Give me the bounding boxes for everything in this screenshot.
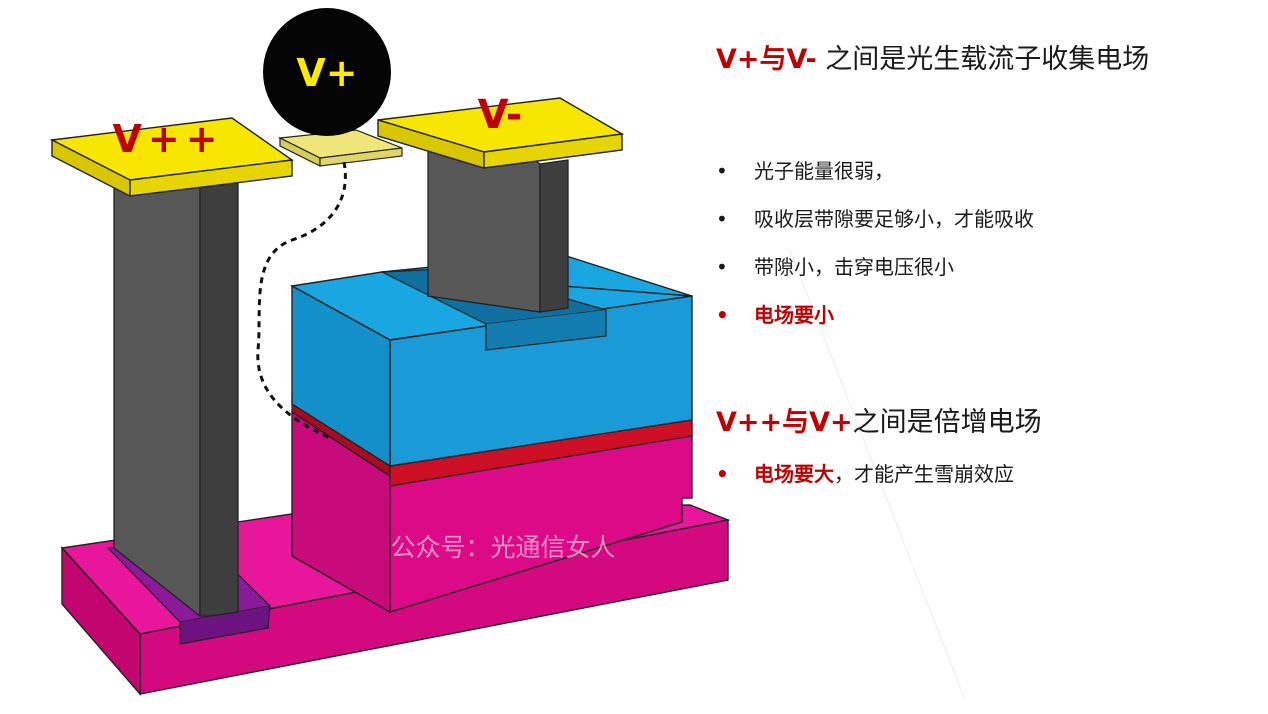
list-item-emphasis: • 电场要小: [716, 291, 1034, 339]
label-vpp: V++: [112, 117, 223, 161]
heading-1-highlight: V+与V-: [716, 44, 817, 75]
bullet-list-multiplication: • 电场要大，才能产生雪崩效应: [716, 450, 1014, 498]
list-item: • 光子能量很弱，: [716, 147, 1034, 195]
pad-vpp: [49, 117, 294, 198]
heading-collection-field: V+与V- 之间是光生载流子收集电场: [716, 40, 1149, 80]
label-vminus: V-: [478, 92, 523, 138]
pad-vplus: [277, 129, 403, 167]
heading-2-highlight: V++与V+: [716, 407, 853, 438]
via-vpp: [113, 179, 239, 618]
pad-vminus: [377, 97, 625, 169]
list-item-emphasis: • 电场要大，才能产生雪崩效应: [716, 450, 1014, 498]
bullet-dot-icon: •: [716, 462, 729, 486]
bullet-dot-icon: •: [716, 303, 729, 327]
vplus-circle: [263, 8, 391, 136]
vplus-wire: [256, 161, 347, 440]
bullet-dot-icon: •: [716, 159, 728, 183]
bullet-dot-icon: •: [716, 207, 728, 231]
via-vminus: [427, 149, 569, 313]
bullet-list-collection: • 光子能量很弱， • 吸收层带隙要足够小，才能吸收 • 带隙小，击穿电压很小 …: [716, 147, 1034, 339]
heading-2-rest: 之间是倍增电场: [852, 407, 1042, 438]
watermark: 公众号：光通信女人: [390, 533, 615, 562]
heading-1-rest: 之间是光生载流子收集电场: [825, 44, 1150, 75]
heading-multiplication-field: V++与V+之间是倍增电场: [716, 403, 1042, 443]
list-item: • 带隙小，击穿电压很小: [716, 243, 1034, 291]
label-vplus: V+: [296, 51, 357, 95]
list-item: • 吸收层带隙要足够小，才能吸收: [716, 195, 1034, 243]
guide-line: [789, 249, 966, 701]
bullet-dot-icon: •: [716, 255, 728, 279]
